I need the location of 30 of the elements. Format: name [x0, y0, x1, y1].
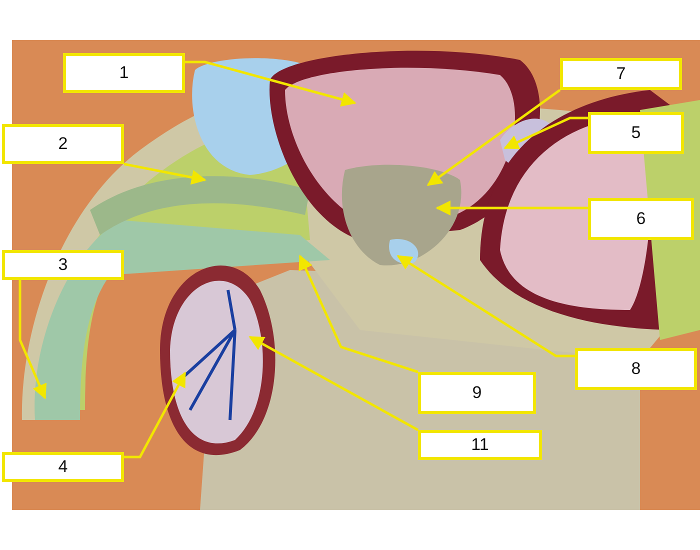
- label-box: [588, 112, 684, 154]
- label-number: 6: [636, 209, 646, 229]
- label-number: 5: [631, 123, 641, 143]
- label-number: 11: [471, 435, 489, 455]
- label-box: [2, 452, 124, 482]
- leader-line: [436, 200, 588, 216]
- leader-line: [504, 116, 588, 150]
- label-box: [2, 250, 124, 280]
- leader-line: [124, 162, 206, 185]
- leader-line: [124, 372, 186, 458]
- label-box: [575, 348, 697, 390]
- label-number: 8: [631, 359, 641, 379]
- leader-line: [426, 88, 561, 186]
- label-number: 1: [119, 63, 129, 83]
- label-box: [560, 58, 682, 90]
- label-number: 9: [472, 383, 482, 403]
- leader-line: [18, 280, 47, 400]
- label-number: 4: [58, 457, 68, 477]
- label-number: 3: [58, 255, 68, 275]
- leader-line: [185, 60, 356, 107]
- leader-line: [248, 336, 419, 432]
- label-number: 7: [616, 64, 626, 84]
- label-number: 2: [58, 134, 68, 154]
- label-box: [63, 53, 185, 93]
- label-box: [418, 430, 542, 460]
- label-box: [2, 124, 124, 164]
- label-box: [418, 372, 536, 414]
- leader-line: [396, 254, 575, 358]
- leader-line: [298, 254, 418, 374]
- label-box: [588, 198, 694, 240]
